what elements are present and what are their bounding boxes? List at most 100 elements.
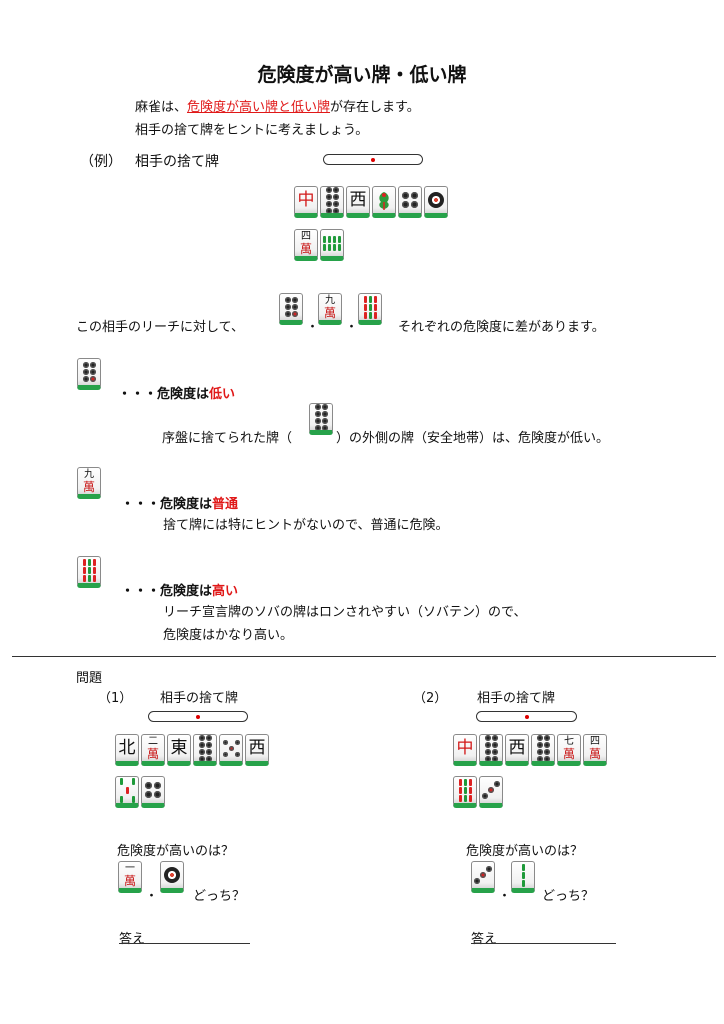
tile-9-sou bbox=[77, 556, 101, 588]
case-prefix: ・・・危険度は bbox=[121, 584, 213, 599]
pin-dots bbox=[402, 192, 418, 208]
pin-dots bbox=[164, 867, 180, 883]
tile-man-mark: 萬 bbox=[588, 746, 601, 761]
tile-man-mark: 萬 bbox=[146, 746, 159, 761]
case-high-desc-1: リーチ宣言牌のソバの牌はロンされやすい（ソバテン）ので、 bbox=[163, 605, 527, 620]
tile-glyph: 西 bbox=[349, 189, 367, 210]
tile-5-pin bbox=[219, 734, 243, 766]
tile-man-mark: 萬 bbox=[562, 746, 575, 761]
intro-text: 麻雀は、 bbox=[135, 100, 188, 115]
sou-sticks bbox=[521, 863, 525, 887]
tile-man-mark: 萬 bbox=[323, 305, 336, 320]
case-high-title: ・・・危険度は高い bbox=[121, 580, 238, 599]
tile-3-pin bbox=[479, 776, 503, 808]
problem-2-answer-line[interactable] bbox=[471, 943, 616, 944]
example-label: （例） bbox=[80, 154, 122, 170]
intro-highlight: 危険度が高い牌と低い牌 bbox=[187, 100, 331, 115]
tile-glyph: 西 bbox=[248, 737, 266, 758]
pin-dots bbox=[474, 866, 492, 884]
tile-8-pin bbox=[309, 403, 333, 435]
section-divider bbox=[12, 656, 716, 657]
case-low-title: ・・・危険度は低い bbox=[118, 383, 235, 402]
case-level: 高い bbox=[212, 584, 239, 599]
tile-9-man: 九萬 bbox=[77, 467, 101, 499]
tile-number: 七 bbox=[564, 735, 574, 747]
problem-1-which: どっち？ bbox=[193, 889, 246, 904]
compare-sep: ・ bbox=[345, 320, 359, 335]
problems-heading: 問題 bbox=[76, 671, 103, 686]
problem-1-answer-label: 答え bbox=[119, 932, 146, 947]
tile-xi: 西 bbox=[245, 734, 269, 766]
pin-dots bbox=[482, 781, 500, 799]
case-normal-title: ・・・危険度は普通 bbox=[121, 493, 238, 512]
tile-xi: 西 bbox=[505, 734, 529, 766]
pin-dots bbox=[284, 297, 298, 317]
riichi-stick bbox=[323, 154, 423, 165]
tile-glyph: 中 bbox=[297, 189, 315, 210]
case-level: 低い bbox=[209, 387, 236, 402]
example-discard-label: 相手の捨て牌 bbox=[135, 154, 219, 170]
case-normal-desc: 捨て牌には特にヒントがないので、普通に危険。 bbox=[163, 518, 449, 533]
problem-1-answer-line[interactable] bbox=[119, 943, 250, 944]
tile-3-pin bbox=[471, 861, 495, 893]
tile-8-pin bbox=[531, 734, 555, 766]
tile-bei: 北 bbox=[115, 734, 139, 766]
tile-glyph: 東 bbox=[170, 737, 188, 758]
pin-dots bbox=[82, 362, 96, 382]
case-level: 普通 bbox=[212, 497, 239, 512]
tile-9-man: 九萬 bbox=[318, 293, 342, 325]
pin-dots bbox=[222, 739, 240, 757]
pin-dots bbox=[145, 782, 161, 798]
riichi-dot bbox=[371, 157, 375, 162]
problem-2-sep: ・ bbox=[498, 889, 512, 904]
tile-number: 四 bbox=[590, 735, 600, 747]
tile-4-pin bbox=[141, 776, 165, 808]
tile-man-mark: 萬 bbox=[299, 241, 312, 256]
tile-man-mark: 萬 bbox=[123, 873, 136, 888]
problem-1-number: （1） bbox=[98, 691, 133, 706]
tile-number: 一 bbox=[125, 862, 135, 874]
intro-text: が存在します。 bbox=[330, 100, 420, 115]
case-low-desc-b: ）の外側の牌（安全地帯）は、危険度が低い。 bbox=[336, 431, 610, 446]
problem-2-number: （2） bbox=[413, 691, 448, 706]
tile-man-mark: 萬 bbox=[82, 479, 95, 494]
compare-sep: ・ bbox=[306, 320, 320, 335]
tile-8-pin bbox=[320, 186, 344, 218]
sou-sticks bbox=[119, 777, 135, 803]
tile-4-pin bbox=[398, 186, 422, 218]
tile-4-man: 四萬 bbox=[583, 734, 607, 766]
pin-dots bbox=[428, 192, 444, 208]
tile-chun: 中 bbox=[294, 186, 318, 218]
page-title: 危険度が高い牌・低い牌 bbox=[257, 64, 467, 86]
case-prefix: ・・・危険度は bbox=[121, 497, 213, 512]
sou-sticks bbox=[363, 295, 377, 319]
tile-6-pin bbox=[279, 293, 303, 325]
pin-dots bbox=[484, 735, 498, 761]
problem-1-discard-label: 相手の捨て牌 bbox=[160, 691, 239, 706]
tile-9-sou bbox=[358, 293, 382, 325]
tile-2-man: 二萬 bbox=[141, 734, 165, 766]
bird-icon bbox=[379, 192, 389, 210]
tile-glyph: 西 bbox=[508, 737, 526, 758]
problem-1-question: 危険度が高いのは？ bbox=[117, 844, 235, 859]
tile-8-pin bbox=[193, 734, 217, 766]
tile-4-man: 四萬 bbox=[294, 229, 318, 261]
pin-dots bbox=[314, 404, 328, 430]
riichi-dot bbox=[524, 714, 529, 719]
problem-2-which: どっち？ bbox=[542, 889, 595, 904]
tile-7-man: 七萬 bbox=[557, 734, 581, 766]
intro-line-2: 相手の捨て牌をヒントに考えましょう。 bbox=[135, 123, 369, 138]
problem-1-sep: ・ bbox=[145, 889, 159, 904]
tile-8-pin bbox=[479, 734, 503, 766]
pin-dots bbox=[536, 735, 550, 761]
intro-line-1: 麻雀は、危険度が高い牌と低い牌が存在します。 bbox=[135, 96, 420, 115]
tile-5-sou bbox=[115, 776, 139, 808]
tile-xi: 西 bbox=[346, 186, 370, 218]
tile-chun: 中 bbox=[453, 734, 477, 766]
riichi-dot bbox=[196, 714, 200, 719]
problem-2-discard-label: 相手の捨て牌 bbox=[477, 691, 556, 706]
tile-1-pin bbox=[160, 861, 184, 893]
tile-number: 九 bbox=[84, 468, 94, 480]
tile-8-sou bbox=[320, 229, 344, 261]
tile-3-sou bbox=[511, 861, 535, 893]
